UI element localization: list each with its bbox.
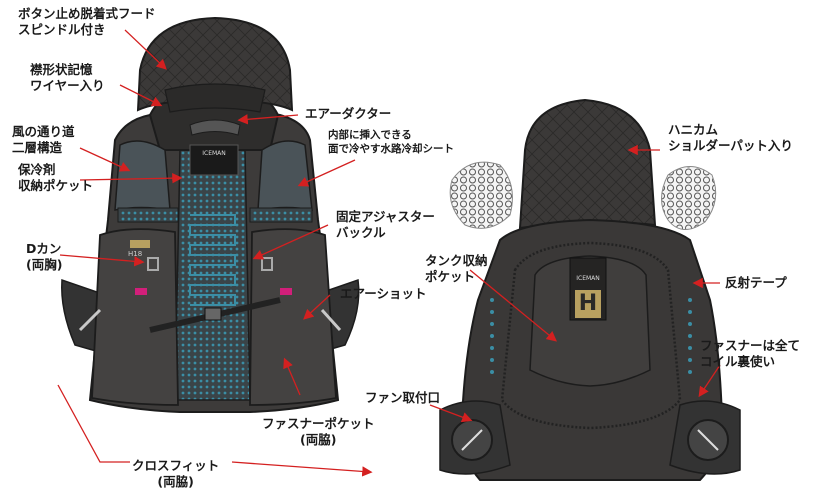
label-tank-pocket: タンク収納 ポケット	[425, 253, 488, 284]
right-front-panel	[249, 228, 337, 406]
back-zipper	[500, 241, 682, 430]
cooling-sheet	[189, 214, 236, 306]
label-d-ring: Dカン (両胸)	[26, 241, 63, 272]
front-gold-tag	[130, 240, 150, 248]
back-brand-text: ICEMAN	[576, 275, 600, 282]
honeycomb-pad-right	[661, 166, 717, 230]
right-air-shot	[320, 308, 342, 332]
left-air-shot	[78, 308, 102, 332]
left-pink-accent	[135, 288, 147, 295]
left-mesh-strip	[117, 207, 179, 223]
label-honeycomb: ハニカム ショルダーパット入り	[668, 122, 793, 153]
label-zip-pocket: ファスナーポケット (両脇)	[262, 416, 375, 447]
right-d-ring	[261, 257, 273, 271]
label-cooling-sheet: 内部に挿入できる 面で冷やす水路冷却シート	[328, 129, 454, 155]
label-coil-zip: ファスナーは全て コイル裏使い	[700, 338, 801, 369]
label-buckle: 固定アジャスター バックル	[336, 209, 435, 240]
back-hood	[518, 98, 657, 230]
label-vent: 風の通り道 二層構造	[12, 124, 75, 155]
back-vest	[439, 98, 741, 481]
label-air-duct: エアーダクター	[305, 106, 392, 121]
honeycomb-pad-left	[449, 161, 513, 229]
label-cross-fit: クロスフィット (両脇)	[132, 458, 220, 489]
buckle	[204, 307, 222, 321]
right-vent	[257, 140, 313, 211]
right-pink-accent	[280, 288, 292, 295]
brand-tag	[189, 144, 239, 176]
front-tag-text: H18	[128, 250, 143, 258]
reflective-dots-left	[490, 298, 494, 374]
label-cold-pocket: 保冷剤 収納ポケット	[18, 162, 94, 193]
label-hood: ボタン止め脱着式フード スピンドル付き	[18, 6, 156, 37]
label-air-shot: エアーショット	[340, 286, 427, 301]
left-vent	[114, 140, 171, 211]
left-d-ring	[147, 257, 159, 271]
air-duct	[189, 119, 241, 136]
front-brand-text: ICEMAN	[202, 150, 226, 157]
label-wire: 襟形状記憶 ワイヤー入り	[30, 62, 105, 93]
right-mesh-strip	[249, 207, 313, 223]
front-vest	[61, 16, 360, 413]
back-badge-letter: H	[578, 291, 598, 316]
pointer-lines	[57, 29, 721, 477]
label-fan-port: ファン取付口	[365, 390, 441, 405]
label-reflective: 反射テープ	[725, 275, 787, 290]
reflective-dots-right	[688, 298, 692, 374]
left-front-panel	[91, 228, 179, 406]
